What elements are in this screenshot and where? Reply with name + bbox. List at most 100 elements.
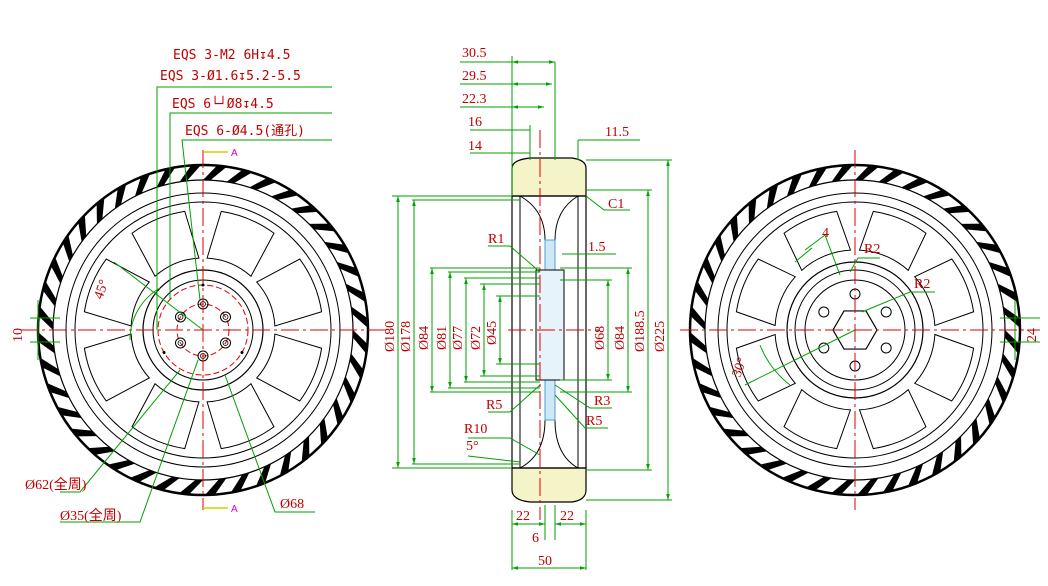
tread-lug (134, 172, 151, 197)
tread-lug (830, 479, 855, 496)
dim-d68: Ø68 (593, 326, 608, 350)
note-thru: EQS 6-Ø4.5(通孔) (185, 124, 305, 139)
callout-1-5: 1.5 (588, 240, 606, 255)
dim-22-3: 22.3 (462, 92, 487, 107)
dim-16: 16 (468, 115, 482, 130)
tread-lug (203, 164, 228, 181)
right-r2a-label: R2 (864, 242, 880, 257)
bolt-hole (220, 337, 232, 349)
tread-lug (156, 166, 176, 188)
spoke-window (131, 382, 200, 450)
dim-29-5: 29.5 (462, 69, 487, 84)
tread-lug (831, 164, 854, 182)
dim-d72: Ø72 (469, 326, 484, 350)
callout-r5a: R5 (486, 398, 502, 413)
dim-11-5: 11.5 (605, 125, 629, 140)
spoke-window (206, 210, 275, 278)
tread-lug (997, 283, 1019, 303)
hub-section (535, 269, 565, 381)
bolt-hole (220, 311, 232, 323)
spoke-window (913, 258, 975, 327)
tread-lug (42, 279, 57, 307)
tread-lug (345, 283, 367, 303)
tread-lug (786, 172, 803, 197)
tread-lug (694, 279, 709, 307)
spoke-window (858, 388, 927, 450)
right-wheel-view: 4 R2 R2 30° 24 (680, 150, 1040, 510)
tread-lug (336, 261, 361, 278)
tread-lug (255, 463, 272, 488)
note-counterbore: EQS 6└┘Ø8↧4.5 (172, 95, 274, 112)
tread-lug (691, 357, 713, 377)
spoke-window (913, 333, 975, 402)
callout-c1: C1 (608, 197, 624, 212)
spoke-window (255, 258, 323, 327)
tread-lug (152, 476, 180, 491)
spoke-window (83, 258, 151, 327)
spoke-window (783, 210, 852, 272)
left-d68-label: Ø68 (280, 497, 304, 512)
tread-lug (39, 357, 61, 377)
tread-lug (780, 470, 809, 483)
right-angle-label: 30° (730, 356, 751, 380)
spoke-window (206, 382, 275, 450)
dim-d84-right: Ø84 (613, 326, 628, 350)
tread-lug (995, 376, 1008, 405)
dim-d180: Ø180 (383, 321, 398, 352)
tread-lug (128, 470, 157, 483)
hub-hole (880, 342, 892, 354)
hole-notes: EQS 3-M2 6H↧4.5 EQS 3-Ø1.6↧5.2-5.5 EQS 6… (160, 48, 332, 139)
hub-hole (818, 342, 830, 354)
dim-d81: Ø81 (435, 326, 450, 350)
left-d35-label: Ø35(全周) (60, 507, 122, 524)
tread-lug (697, 382, 722, 399)
dim-22-left: 22 (516, 509, 530, 524)
hub-hole (818, 306, 830, 318)
dim-d77: Ø77 (451, 326, 466, 350)
callout-r3: R3 (594, 394, 610, 409)
tread-lug (50, 255, 63, 284)
note-thread: EQS 3-M2 6H↧4.5 (173, 48, 290, 63)
dim-22-right: 22 (560, 509, 574, 524)
left-spokes (83, 210, 323, 450)
section-view: 30.5 29.5 22.3 16 14 11.5 (383, 46, 672, 570)
spoke-window (858, 210, 927, 272)
spoke-window (783, 388, 852, 450)
dim-d225: Ø225 (653, 321, 668, 352)
tread-lug (878, 169, 906, 184)
tire-top-section (511, 157, 587, 197)
tread-lug (45, 382, 70, 399)
tread-lug (1001, 353, 1016, 381)
tread-lug (907, 463, 924, 488)
tread-lug (226, 169, 254, 184)
tread-lug (808, 166, 828, 188)
left-d62-label: Ø62(全周) (25, 476, 87, 493)
dim-14: 14 (468, 139, 482, 154)
pin-hole (240, 351, 244, 354)
tire-bottom-section (511, 467, 587, 503)
tread-lug (352, 330, 369, 355)
section-mark-top: A (231, 148, 238, 159)
left-wheel-view: A A 45° 10 Ø62(全周) Ø35(全周) Ø68 (11, 86, 390, 524)
tread-lug (178, 479, 203, 496)
tread-lug (343, 376, 356, 405)
pin-hole (162, 351, 166, 354)
callout-5deg: 5° (466, 439, 479, 454)
spoke-window (131, 210, 200, 278)
dim-d188-5: Ø188.5 (633, 310, 648, 352)
right-offset-label: 24 (1025, 328, 1040, 342)
dim-6: 6 (532, 531, 539, 546)
left-angle-label: 45° (92, 278, 113, 302)
dim-d84-left: Ø84 (417, 326, 432, 350)
pin-hole (201, 283, 205, 287)
callout-r1: R1 (488, 232, 504, 247)
tread-lug (689, 305, 706, 330)
dim-d45: Ø45 (485, 321, 500, 345)
rim-outline (511, 195, 587, 469)
tread-lug (988, 261, 1013, 278)
spoke-window (83, 333, 151, 402)
tread-lug (804, 476, 832, 491)
callout-r5b: R5 (586, 414, 602, 429)
right-r2b-label: R2 (914, 277, 930, 292)
